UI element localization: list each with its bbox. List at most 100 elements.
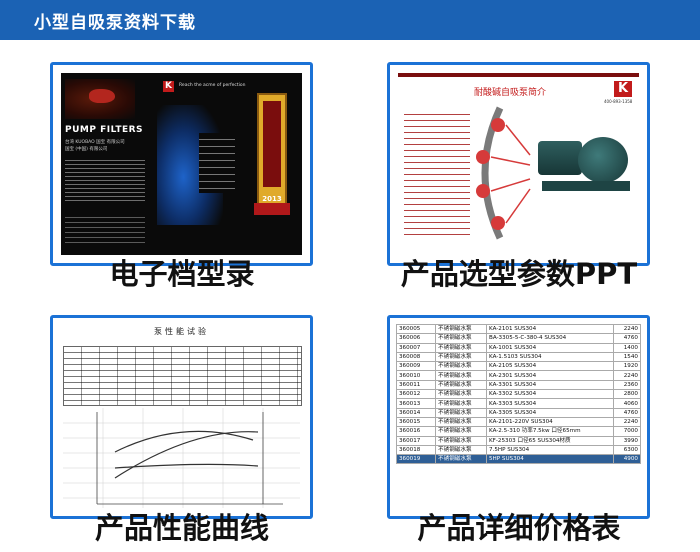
brochure-brand: PUMP FILTERS	[65, 125, 144, 135]
row-price: 3990	[613, 435, 641, 446]
row-price: 4900	[613, 454, 641, 465]
row-code: 360017	[396, 435, 436, 446]
curve-label[interactable]: 产品性能曲线	[94, 511, 269, 545]
row-price: 1920	[613, 361, 641, 372]
ppt-card[interactable]: 耐酸碱自吸泵简介 K 400-893-1358	[387, 62, 650, 266]
row-name: 不锈钢磁水泵	[435, 333, 487, 344]
gold-seal-image: 2013	[257, 93, 287, 213]
row-code: 360009	[396, 361, 436, 372]
row-code: 360008	[396, 351, 436, 363]
row-price: 2360	[613, 379, 641, 391]
row-name: 不锈钢磁水泵	[435, 407, 487, 418]
seal-inner	[263, 101, 281, 187]
ppt-icon-2	[476, 150, 490, 164]
row-code: 360016	[396, 426, 436, 437]
row-model: KA-3303 SUS304	[486, 398, 614, 409]
row-name: 不锈钢磁水泵	[435, 444, 487, 456]
row-price: 4760	[613, 407, 641, 418]
row-model: BA-3305-5-C-380-4 SUS304	[486, 333, 614, 344]
row-model: KA-3301 SUS304	[486, 379, 614, 391]
brochure-logo	[163, 81, 174, 92]
ppt-icon-1	[491, 118, 505, 132]
row-model: KA-1.5103 SUS304	[486, 351, 614, 363]
row-code: 360005	[396, 323, 436, 335]
row-code: 360006	[396, 333, 436, 344]
row-name: 不锈钢磁水泵	[435, 389, 487, 400]
pump-body	[578, 137, 628, 183]
row-price: 4760	[613, 333, 641, 344]
row-price: 4060	[613, 398, 641, 409]
pump-motor	[538, 141, 582, 175]
row-code: 360019	[396, 454, 436, 465]
row-name: 不锈钢磁水泵	[435, 379, 487, 391]
price-label[interactable]: 产品详细价格表	[417, 511, 621, 545]
row-price: 2240	[613, 323, 641, 335]
ppt-text-block	[404, 109, 470, 239]
brochure-label[interactable]: 电子档型录	[109, 257, 255, 291]
company-line-1: 台湾 KUOBAO 国宝 有限公司	[65, 140, 125, 145]
row-model: KF-25303 口径65 SUS304材质	[486, 435, 614, 446]
row-name: 不锈钢磁水泵	[435, 416, 487, 428]
row-name: 不锈钢磁水泵	[435, 426, 487, 437]
pump-image	[538, 133, 634, 205]
center-text-block	[199, 133, 235, 193]
row-name: 不锈钢磁水泵	[435, 435, 487, 446]
row-name: 不锈钢磁水泵	[435, 454, 487, 465]
brochure-thumbnail: PUMP FILTERS 台湾 KUOBAO 国宝 有限公司 国宝 (中国) 有…	[61, 73, 302, 255]
row-code: 360015	[396, 416, 436, 428]
brochure-text-block-2	[65, 213, 145, 243]
ppt-icon-3	[476, 184, 490, 198]
brochure-text-block	[65, 157, 145, 203]
ppt-label[interactable]: 产品选型参数PPT	[400, 257, 638, 291]
row-name: 不锈钢磁水泵	[435, 398, 487, 409]
row-code: 360014	[396, 407, 436, 418]
row-model: KA-2105 SUS304	[486, 361, 614, 372]
company-line-2: 国宝 (中国) 有限公司	[65, 147, 108, 152]
row-model: 5HP SUS304	[486, 454, 614, 465]
ppt-arc-diagram	[476, 106, 531, 240]
row-model: KA-1001 SUS304	[486, 342, 614, 353]
curve-card[interactable]: 泵性能试验	[50, 315, 313, 519]
row-code: 360013	[396, 398, 436, 409]
row-name: 不锈钢磁水泵	[435, 351, 487, 363]
performance-curve-chart	[63, 408, 300, 508]
row-price: 7000	[613, 426, 641, 437]
pump-base	[542, 181, 630, 191]
curve-data-table	[63, 346, 302, 406]
row-price: 6300	[613, 444, 641, 456]
row-code: 360012	[396, 389, 436, 400]
brochure-logo-letter: K	[165, 81, 172, 91]
header-bar: 小型自吸泵资料下载	[0, 0, 700, 40]
ppt-title: 耐酸碱自吸泵简介	[474, 88, 547, 98]
row-code: 360011	[396, 379, 436, 391]
row-price: 2240	[613, 416, 641, 428]
row-code: 360018	[396, 444, 436, 456]
row-model: KA-3302 SUS304	[486, 389, 614, 400]
seal-year: 2013	[262, 195, 282, 203]
row-model: 7.5HP SUS304	[486, 444, 614, 456]
ppt-phone: 400-893-1358	[604, 99, 633, 104]
ppt-logo-letter: K	[618, 81, 629, 96]
curve-doc-title: 泵性能试验	[154, 327, 209, 336]
row-price: 1400	[613, 342, 641, 353]
row-model: KA-3305 SUS304	[486, 407, 614, 418]
curve-thumbnail: 泵性能试验	[59, 324, 304, 510]
brochure-card[interactable]: PUMP FILTERS 台湾 KUOBAO 国宝 有限公司 国宝 (中国) 有…	[50, 62, 313, 266]
row-code: 360010	[396, 370, 436, 381]
